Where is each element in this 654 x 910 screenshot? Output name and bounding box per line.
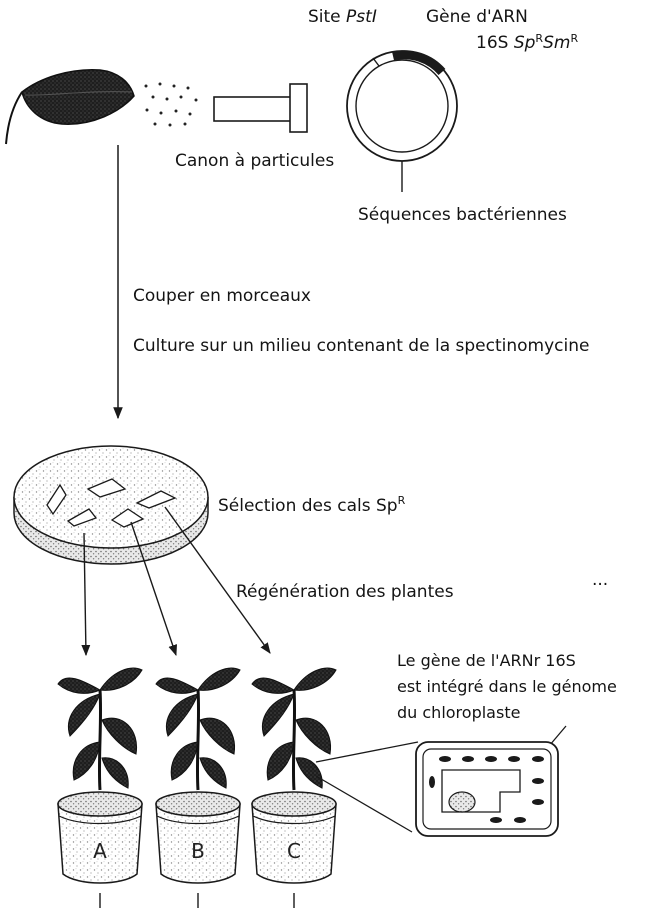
plant-pot-c: C <box>251 667 337 908</box>
petri-dish <box>13 445 209 565</box>
selection-label: Sélection des cals SpR <box>218 494 406 516</box>
nucleus <box>448 791 476 813</box>
callus-fragment <box>135 490 177 509</box>
ellipsis-mark: ... <box>592 570 608 590</box>
callus-fragment <box>46 483 67 516</box>
arrow-to-pot-b <box>130 521 178 657</box>
callus-fragment <box>110 508 145 528</box>
zoom-line-upper <box>315 741 419 763</box>
pot <box>155 791 241 884</box>
plant-pot-a: A <box>57 667 143 908</box>
arrow-to-pot-a <box>81 532 91 657</box>
rna-gene-label-line2: 16S SpRSmR <box>476 32 578 53</box>
rna-gene-region <box>391 50 446 76</box>
bacterial-sequences-label: Séquences bactériennes <box>358 205 567 225</box>
callus-fragment <box>66 508 98 527</box>
chloroplast-icon <box>429 756 544 823</box>
plant-cell-icon <box>415 741 559 837</box>
psti-site-label: Site PstI <box>308 7 377 27</box>
plant-pot-b: B <box>155 667 241 908</box>
chloroplast-note-line2: est intégré dans le génome <box>397 677 617 696</box>
plant-leaves <box>155 667 241 791</box>
callus-fragment <box>86 478 127 498</box>
particle-spray <box>144 82 198 127</box>
plant-leaves <box>251 667 337 791</box>
step-culture: Culture sur un milieu contenant de la sp… <box>133 336 589 356</box>
pot-label-c: C <box>287 839 301 863</box>
plant-leaves <box>57 667 143 791</box>
particle-gun-label: Canon à particules <box>175 151 334 171</box>
pot <box>251 791 337 884</box>
leaf-stem <box>5 91 23 145</box>
pot-label-b: B <box>191 839 205 863</box>
rna-gene-label-line1: Gène d'ARN <box>426 7 528 27</box>
step-cut: Couper en morceaux <box>133 286 311 306</box>
chloroplast-note-line3: du chloroplaste <box>397 703 520 722</box>
psti-site-mark <box>372 57 380 67</box>
plasmid-icon <box>346 50 458 192</box>
arrow-to-pot-c <box>164 506 271 654</box>
zoom-line-lower <box>315 775 413 833</box>
chloroplast-note-line1: Le gène de l'ARNr 16S <box>397 651 576 670</box>
regeneration-label: Régénération des plantes <box>236 582 454 602</box>
source-leaf <box>5 69 135 145</box>
particle-gun-icon <box>213 83 308 133</box>
pot-label-a: A <box>93 839 107 863</box>
pot <box>57 791 143 884</box>
